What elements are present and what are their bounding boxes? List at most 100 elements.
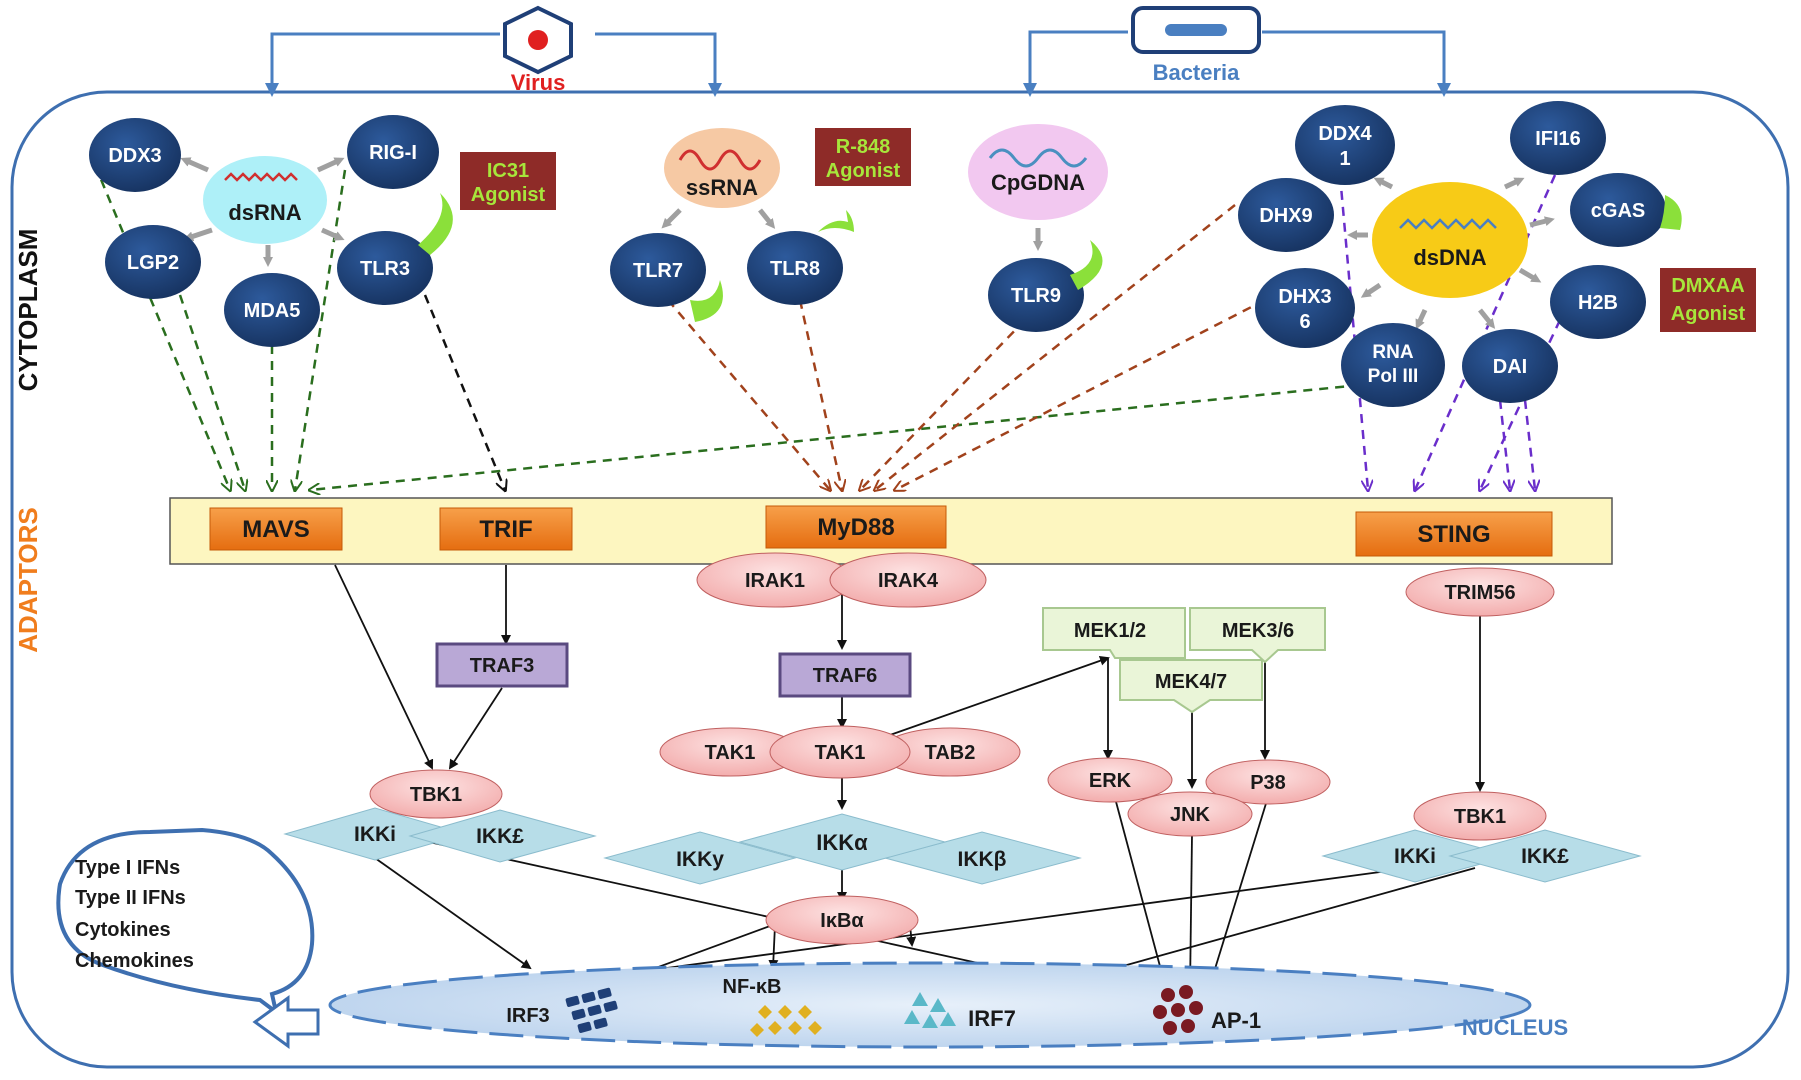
svg-text:1: 1 [1339,148,1350,170]
dsdna-ligand: dsDNA [1372,182,1528,298]
bacteria-label: Bacteria [1153,60,1241,85]
svg-text:RIG-I: RIG-I [369,142,417,164]
sensor-dhx9: DHX9 [1238,178,1334,252]
svg-text:TRIF: TRIF [479,516,532,543]
sensor-dhx36: DHX3 6 [1255,268,1355,348]
virus-icon [503,5,573,75]
svg-text:TLR8: TLR8 [770,258,820,280]
virus-entry-lines [265,32,722,97]
node-traf3: TRAF3 [435,642,569,688]
node-traf6: TRAF6 [778,652,912,698]
agonist-dmxaa: DMXAA Agonist [1660,268,1756,332]
irf7-factor: IRF7 [904,992,1016,1031]
node-ikka: IKKα [738,813,947,871]
svg-text:MEK3/6: MEK3/6 [1222,620,1294,642]
nucleus-label: NUCLEUS [1462,1015,1568,1040]
svg-text:AP-1: AP-1 [1211,1008,1261,1033]
node-mek36: MEK3/6 [1189,607,1326,664]
svg-text:MEK1/2: MEK1/2 [1074,620,1146,642]
svg-text:cGAS: cGAS [1591,200,1645,222]
svg-text:MEK4/7: MEK4/7 [1155,671,1227,693]
output-chemokines: Chemokines [75,950,194,972]
sensor-tlr7: TLR7 [610,233,706,307]
adaptors-label: ADAPTORS [13,507,43,652]
svg-text:RNA: RNA [1372,342,1413,363]
adaptor-myd88: MyD88 [765,505,947,549]
ap1-factor: AP-1 [1153,985,1261,1035]
output-type-ii-ifns: Type II IFNs [75,887,186,909]
nfkb-cluster-icon [750,1005,822,1037]
svg-text:6: 6 [1299,311,1310,333]
sensor-h2b: H2B [1550,265,1646,339]
svg-text:IKKi: IKKi [354,823,396,846]
node-mek12: MEK1/2 [1042,607,1186,659]
svg-text:IFI16: IFI16 [1535,128,1581,150]
virus-label: Virus [511,70,566,95]
svg-text:TRAF6: TRAF6 [813,665,877,687]
svg-text:IC31: IC31 [487,160,529,182]
svg-text:LGP2: LGP2 [127,252,179,274]
svg-text:TLR3: TLR3 [360,258,410,280]
sensor-rna-pol-iii: RNA Pol III [1341,323,1445,407]
svg-text:IRF7: IRF7 [968,1006,1016,1031]
svg-text:NF-κB: NF-κB [723,976,782,998]
ssrna-ligand: ssRNA [664,128,780,208]
svg-text:TLR7: TLR7 [633,260,683,282]
svg-text:MDA5: MDA5 [244,300,301,322]
adaptor-sting: STING [1355,511,1553,557]
svg-text:DMXAA: DMXAA [1671,275,1744,297]
svg-text:IKK£: IKK£ [476,825,524,848]
cytoplasm-label: CYTOPLASM [13,229,43,392]
node-tbk1-right: TBK1 [1413,791,1547,841]
sensor-mda5: MDA5 [224,273,320,347]
grey-ligand-arrows [180,157,1555,330]
output-callout: Type I IFNs Type II IFNs Cytokines Chemo… [56,827,315,1017]
svg-text:Agonist: Agonist [1671,303,1746,325]
svg-text:TBK1: TBK1 [410,784,462,806]
purple-dashed-arrows [1338,174,1562,490]
svg-text:Pol III: Pol III [1368,366,1419,387]
svg-text:dsRNA: dsRNA [228,200,301,225]
svg-text:MAVS: MAVS [242,516,310,543]
svg-text:IKKβ: IKKβ [958,848,1007,871]
node-tak1-left: TAK1 [659,727,801,777]
output-cytokines: Cytokines [75,919,171,941]
svg-text:dsDNA: dsDNA [1413,245,1486,270]
svg-text:IKKy: IKKy [676,848,724,871]
node-ikke-left: IKK£ [408,809,597,863]
svg-text:TAK1: TAK1 [815,742,866,764]
node-ikba: IκBα [765,895,919,945]
sensor-tlr9: TLR9 [988,258,1084,332]
svg-text:IKK£: IKK£ [1521,845,1569,868]
node-ikke-right: IKK£ [1448,829,1642,883]
node-tbk1-left: TBK1 [369,769,503,819]
svg-text:IKKi: IKKi [1394,845,1436,868]
output-arrow-icon [252,995,320,1049]
node-mek47: MEK4/7 [1119,659,1263,714]
node-ikki-left: IKKi [283,807,467,861]
node-irak4: IRAK4 [829,552,987,608]
black-dashed-arrow [423,294,505,490]
svg-text:JNK: JNK [1170,804,1211,826]
svg-text:ssRNA: ssRNA [686,175,758,200]
adaptor-mavs: MAVS [209,507,343,551]
agonist-arc-icons [418,193,1682,322]
svg-text:Agonist: Agonist [471,184,546,206]
bacteria-icon [1131,6,1261,54]
svg-text:DDX3: DDX3 [108,145,161,167]
nfkb-factor: NF-κB [723,976,822,1037]
svg-text:DHX9: DHX9 [1259,205,1312,227]
sensor-ifi16: IFI16 [1510,101,1606,175]
svg-text:TRIM56: TRIM56 [1444,582,1515,604]
irf3-factor: IRF3 [506,987,618,1033]
svg-text:DHX3: DHX3 [1278,286,1331,308]
svg-text:IRAK1: IRAK1 [745,570,805,592]
brown-dashed-arrows [667,204,1266,490]
svg-text:DAI: DAI [1493,356,1527,378]
svg-text:ERK: ERK [1089,770,1132,792]
sensor-tlr8: TLR8 [747,231,843,305]
svg-text:R-848: R-848 [836,136,890,158]
agonist-r848: R-848 Agonist [815,128,911,186]
adaptor-trif: TRIF [439,507,573,551]
